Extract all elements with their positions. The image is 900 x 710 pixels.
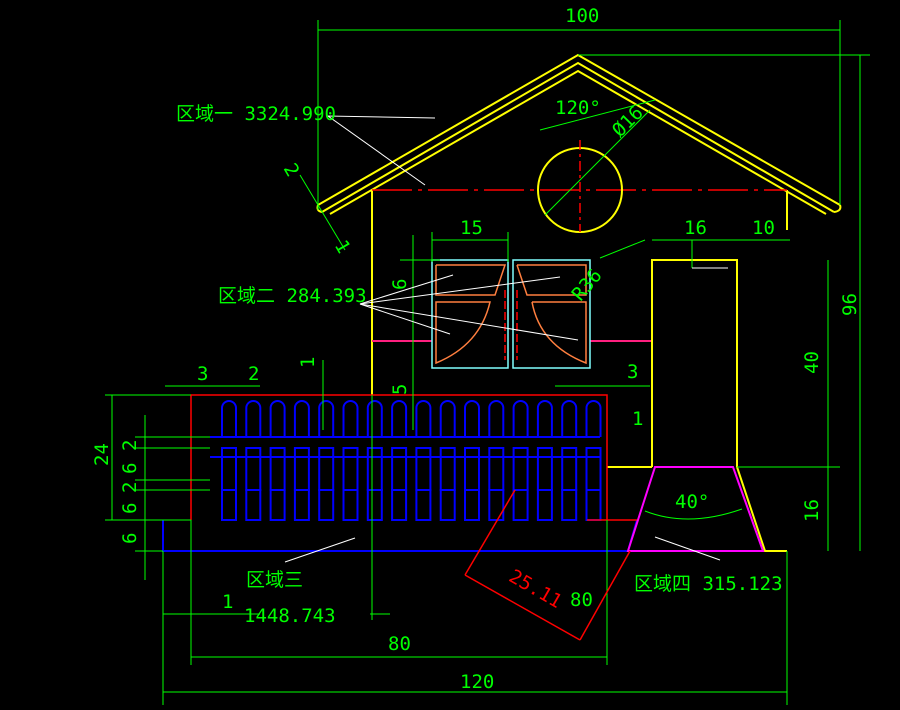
fence-slot [415,489,432,521]
fence-slot [561,447,578,491]
region2-label: 区域二 284.393 [218,285,367,307]
fence-slot [269,447,286,491]
dim-fence-left-b: 2 [248,363,259,385]
fence-arch-slot [366,400,383,437]
fence-slot [318,489,335,521]
dim-window-width: 15 [460,217,483,239]
dim-base-angle: 40° [675,491,709,513]
fence-slot [366,489,383,521]
fence-slot [536,489,553,521]
fence-arch-slot [221,400,237,437]
fence-slot [342,489,359,521]
dim-fence-height: 24 [91,443,113,466]
dim-row-d: 6 [119,503,141,514]
dim-chimney-width: 16 [684,217,707,239]
dim-roof-thickness-a: 2 [279,160,304,181]
fence-slot [585,489,602,521]
dim-chimney-height: 40 [801,351,823,374]
fence [162,394,638,552]
fence-slot [512,447,529,491]
fence-slot [293,489,310,521]
dim-left-offset: 1 [222,591,233,613]
fence-arch-slot [269,400,286,437]
fence-arch-slot [293,400,310,437]
fence-slot [488,447,505,491]
base-trapezoid [626,466,765,552]
dim-fence-right-gap: 1 [632,408,643,430]
fence-slot [415,447,432,491]
fence-slot [512,489,529,521]
fence-arch-slot [488,400,505,437]
fence-arch-slot [464,400,480,437]
chimney [607,259,787,552]
dim-row-c: 2 [119,482,141,493]
fence-arch-slot [245,400,262,437]
fence-slot [318,447,335,491]
region3-value: 1448.743 [244,605,336,627]
fence-slot [391,489,408,521]
dimension-lines [105,20,870,705]
fence-slot [561,489,578,521]
dim-base-height: 6 [119,533,141,544]
leader-lines [284,115,721,563]
fence-slot [221,489,237,521]
windows [431,259,591,369]
dim-row-a: 2 [119,440,141,451]
fence-slot [269,489,286,521]
fence-arch-slot [342,400,359,437]
dim-row-b: 6 [119,463,141,474]
fence-arch-slot [585,400,602,437]
fence-arch-slot [391,400,408,437]
dim-chimney-offset: 10 [752,217,775,239]
fence-arch-slot [439,400,456,437]
dim-base-right-height: 16 [801,499,823,522]
fence-slot [439,447,456,491]
region4-label: 区域四 315.123 [634,573,783,595]
fence-slot [221,447,237,491]
round-window [537,140,623,233]
fence-arch-slot [318,400,335,437]
dim-top-width: 100 [565,5,599,27]
dim-fence-width: 80 [388,633,411,655]
fence-slot [245,447,262,491]
fence-slot [585,447,602,491]
dim-fence-right: 3 [627,361,638,383]
fence-arch-slot [415,400,432,437]
fence-slot [439,489,456,521]
dim-total-width: 120 [460,671,494,693]
fence-slot [342,447,359,491]
dim-roof-angle: 120° [555,97,601,119]
fence-slot [245,489,262,521]
dim-fence-top: 1 [297,357,319,368]
region1-label: 区域一 3324.990 [176,103,336,125]
dim-window-bottom: 5 [389,384,411,395]
dim-window-height: 6 [389,279,411,290]
fence-slot [366,447,383,491]
dim-roof-thickness-b: 1 [330,236,355,257]
fence-arch-slot [536,400,553,437]
fence-slot [293,447,310,491]
fence-slot [391,447,408,491]
fence-slot [488,489,505,521]
dim-total-height: 96 [839,293,861,316]
dim-window-radius: R36 [568,265,607,305]
dim-fence-left-a: 3 [197,363,208,385]
fence-arch-slot [561,400,578,437]
dim-slant-label: 80 [570,589,593,611]
fence-arch-slot [512,400,529,437]
dim-slant-length: 25.11 [505,565,566,613]
fence-slot [536,447,553,491]
region3-label: 区域三 [246,569,303,591]
fence-slot [464,489,480,521]
fence-slot [464,447,480,491]
